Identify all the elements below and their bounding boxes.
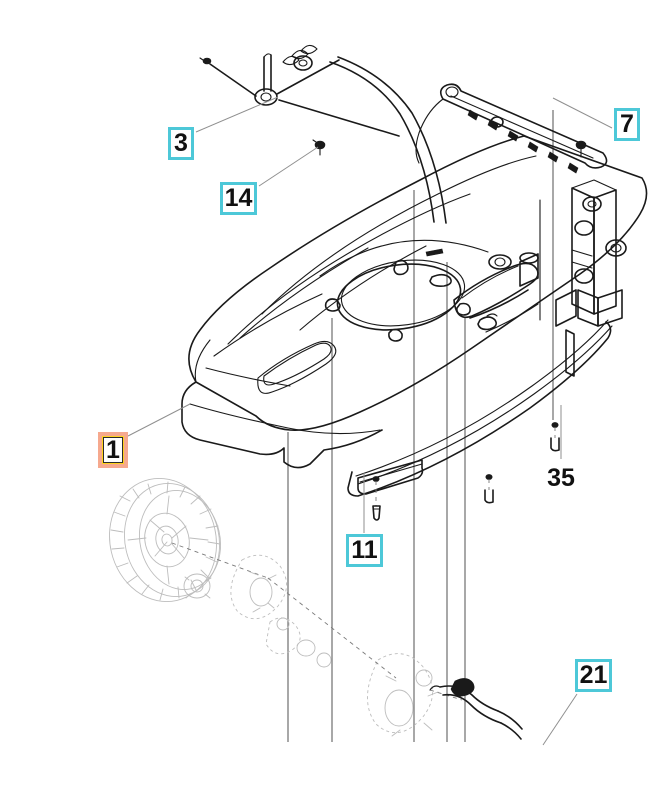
callout-leader-lines <box>127 96 613 746</box>
callout-14[interactable]: 14 <box>220 182 257 215</box>
callout-7-label: 7 <box>620 110 634 138</box>
callout-1-selected[interactable]: 1 <box>98 432 128 468</box>
engine-mount-opening <box>319 239 498 342</box>
gear-housing-front-ghost <box>230 554 332 668</box>
callout-1-label: 1 <box>103 437 123 463</box>
callout-14-label: 14 <box>224 184 253 212</box>
handle-bracket-pivot <box>199 44 447 224</box>
callout-21-label: 21 <box>579 661 608 689</box>
mower-deck-housing <box>181 135 648 497</box>
callout-11-label: 11 <box>351 536 378 564</box>
rear-skirt-bar <box>357 422 559 495</box>
callout-3[interactable]: 3 <box>168 127 194 160</box>
height-adjust-bracket <box>453 179 627 377</box>
callout-35[interactable]: 35 <box>541 463 581 493</box>
callout-11[interactable]: 11 <box>346 534 383 567</box>
callout-3-label: 3 <box>174 129 188 157</box>
vertical-guide-lines <box>287 110 554 742</box>
callout-7[interactable]: 7 <box>614 108 640 141</box>
gear-housing-rear-ghost <box>267 577 463 737</box>
callout-21[interactable]: 21 <box>575 659 612 692</box>
drive-wheel-ghost <box>109 477 269 603</box>
callout-35-label: 35 <box>547 463 575 492</box>
fastener-screws <box>372 427 560 521</box>
control-cable <box>429 678 523 740</box>
rear-flap-rail <box>415 83 608 174</box>
